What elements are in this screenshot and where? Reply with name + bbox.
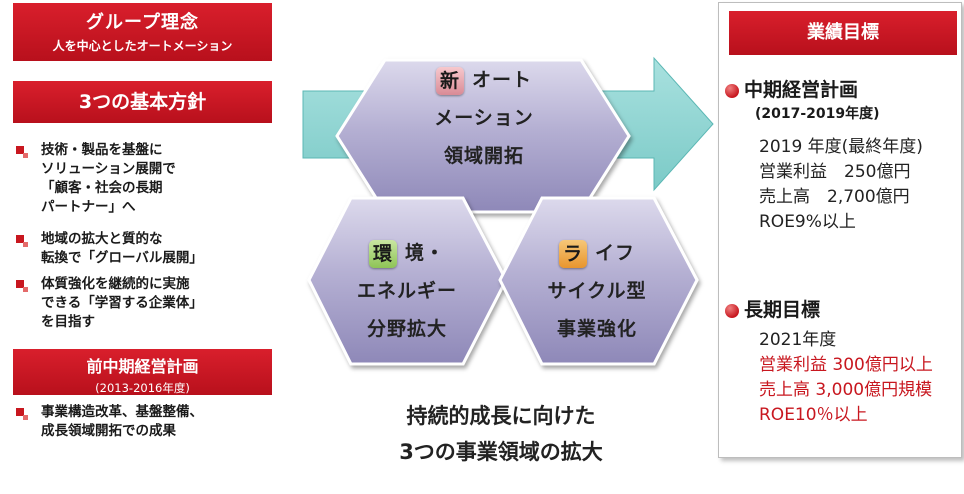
policy-item-3: 体質強化を継続的に実施 できる「学習する企業体」 を目指す: [16, 275, 284, 332]
hex-right-label: ライフ サイクル型 事業強化: [520, 234, 674, 348]
group-philosophy-subtitle: 人を中心としたオートメーション: [52, 39, 233, 53]
hex-right-text-1: イフ: [594, 242, 635, 264]
long-item-sales: 売上高 3,000億円規模: [759, 380, 933, 400]
bullet-square-icon: [16, 235, 28, 247]
long-term-target-title: 長期目標: [744, 299, 821, 321]
hex-right-line-3: 事業強化: [556, 318, 637, 340]
red-dot-icon: [725, 304, 739, 318]
previous-plan-title: 前中期経営計画: [86, 357, 199, 376]
red-dot-icon: [725, 84, 739, 98]
policy-3-line-1: 体質強化を継続的に実施: [41, 276, 190, 292]
hex-top-label: 新オート メーション 領域開拓: [407, 61, 561, 175]
hex-top-line-1: 新オート: [407, 61, 561, 99]
hex-top-line-2: メーション: [434, 107, 534, 129]
mid-term-plan-title: 中期経営計画: [744, 79, 859, 101]
performance-targets-title: 業績目標: [729, 11, 957, 55]
performance-targets-panel: 業績目標 中期経営計画 (2017-2019年度) 2019 年度(最終年度) …: [718, 2, 962, 458]
hex-right-line-2: サイクル型: [547, 280, 647, 302]
hex-right-line-1: ライフ: [520, 234, 674, 272]
hex-left-label: 環境・ エネルギー 分野拡大: [330, 234, 484, 348]
long-item-roe: ROE10％以上: [759, 405, 868, 425]
hex-right-shape: [498, 196, 699, 366]
mid-item-roe: ROE9%以上: [759, 212, 856, 232]
previous-results-line-2: 成長領域開拓での成果: [41, 423, 176, 439]
basic-policy-title: 3つの基本方針: [78, 91, 207, 113]
previous-results-item: 事業構造改革、基盤整備、 成長領域開拓での成果: [16, 403, 284, 441]
basic-policy-header: 3つの基本方針: [13, 81, 272, 123]
hex-left-text-1: 境・: [404, 242, 445, 264]
hex-left-shape: [307, 196, 508, 366]
policy-3-line-2: できる「学習する企業体」: [41, 295, 203, 311]
hex-left-line-1: 環境・: [330, 234, 484, 272]
previous-plan-box: 前中期経営計画 (2013-2016年度): [13, 349, 272, 395]
long-term-items: 2021年度 営業利益 300億円以上 売上高 3,000億円規模 ROE10％…: [759, 328, 933, 428]
policy-item-2: 地域の拡大と質的な 転換で「グローバル展開」: [16, 230, 284, 268]
diagram-caption: 持続的成長に向けた 3つの事業領域の拡大: [348, 398, 654, 470]
life-kanji-badge: ラ: [558, 239, 587, 268]
bullet-square-icon: [16, 280, 28, 292]
new-kanji-badge: 新: [435, 66, 464, 95]
hex-left-line-2: エネルギー: [356, 280, 457, 302]
mid-term-items: 2019 年度(最終年度) 営業利益 250億円 売上高 2,700億円 ROE…: [759, 135, 923, 235]
mid-term-plan-period: (2017-2019年度): [755, 106, 880, 122]
group-philosophy-box: グループ理念 人を中心としたオートメーション: [13, 3, 272, 61]
group-philosophy-title: グループ理念: [86, 12, 199, 33]
hex-top-text-1: オート: [471, 69, 532, 91]
caption-line-2: 3つの事業領域の拡大: [399, 440, 603, 464]
environment-kanji-badge: 環: [368, 239, 397, 268]
bullet-square-icon: [16, 408, 28, 420]
policy-3-line-3: を目指す: [41, 314, 95, 330]
mid-item-fy: 2019 年度(最終年度): [759, 137, 923, 157]
mid-item-operating-profit: 営業利益 250億円: [759, 162, 911, 182]
policy-1-line-1: 技術・製品を基盤に: [41, 142, 163, 158]
policy-2-line-1: 地域の拡大と質的な: [41, 231, 163, 247]
policy-1-line-3: 「顧客・社会の長期: [41, 180, 163, 196]
policy-1-line-2: ソリューション展開で: [41, 161, 176, 177]
previous-results-line-1: 事業構造改革、基盤整備、: [41, 404, 203, 420]
caption-line-1: 持続的成長に向けた: [406, 404, 596, 428]
policy-1-line-4: パートナー」へ: [41, 199, 136, 215]
hex-left-line-3: 分野拡大: [366, 318, 447, 340]
mid-item-sales: 売上高 2,700億円: [759, 187, 910, 207]
hex-top-line-3: 領域開拓: [443, 145, 524, 167]
policy-2-line-2: 転換で「グローバル展開」: [41, 250, 203, 266]
previous-plan-period: (2013-2016年度): [95, 381, 190, 395]
long-item-fy: 2021年度: [759, 330, 837, 350]
bullet-square-icon: [16, 146, 28, 158]
long-item-operating-profit: 営業利益 300億円以上: [759, 355, 933, 375]
policy-item-1: 技術・製品を基盤に ソリューション展開で 「顧客・社会の長期 パートナー」へ: [16, 141, 284, 217]
